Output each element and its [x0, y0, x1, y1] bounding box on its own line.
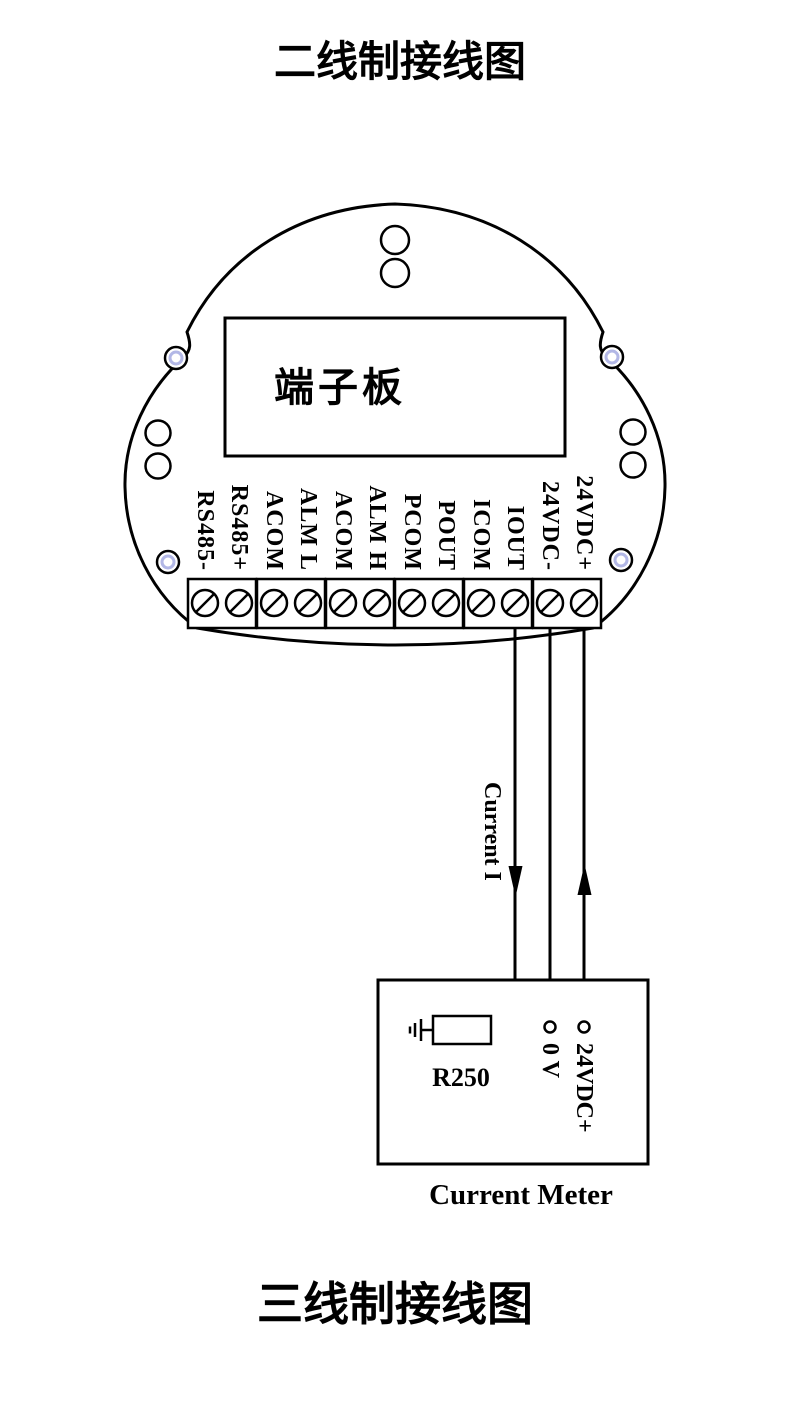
terminal-label: POUT	[433, 500, 459, 571]
terminal-label: RS485-	[192, 490, 218, 571]
terminal-screw-icon	[190, 588, 220, 618]
resistor-label: R250	[432, 1063, 490, 1092]
terminal-screw-icon	[293, 588, 323, 618]
terminal-screw-icon	[569, 588, 599, 618]
terminal-label: ICOM	[468, 499, 494, 571]
terminal-screw-icon	[466, 588, 496, 618]
meter-24vdc-label: 24VDC+	[571, 1043, 597, 1133]
side-hole-right-lower	[619, 451, 647, 479]
terminal-label: RS485+	[226, 485, 252, 571]
vent-hole-top	[379, 224, 411, 256]
terminal-label: ALM L	[295, 488, 321, 571]
current-meter-box	[376, 978, 650, 1166]
terminal-screw-icon	[500, 588, 530, 618]
terminal-label: 24VDC+	[571, 475, 597, 571]
terminal-board-box	[223, 316, 567, 458]
terminal-label: IOUT	[502, 506, 528, 571]
corner-screw-bottom-left-icon	[155, 549, 181, 575]
terminal-label: ACOM	[261, 491, 287, 571]
corner-screw-bottom-right-icon	[608, 547, 634, 573]
terminal-screw-icon	[328, 588, 358, 618]
terminal-screw-icon	[362, 588, 392, 618]
side-hole-left-lower	[144, 452, 172, 480]
resistor-box	[431, 1014, 493, 1046]
meter-0v-label: 0 V	[537, 1043, 563, 1079]
arrow-up-icon	[577, 864, 592, 895]
side-hole-right-upper	[619, 418, 647, 446]
current-meter-caption: Current Meter	[429, 1179, 613, 1211]
terminal-label: PCOM	[399, 494, 425, 571]
terminal-board-label: 端子板	[274, 365, 406, 410]
terminal-screw-icon	[431, 588, 461, 618]
ground-icon	[408, 1019, 433, 1041]
terminal-label: 24VDC-	[537, 481, 563, 571]
current-direction-label: Current I	[479, 782, 505, 881]
vent-hole-bottom	[379, 257, 411, 289]
terminal-screw-icon	[535, 588, 565, 618]
terminal-label: ACOM	[330, 491, 356, 571]
page-title-top: 二线制接线图	[274, 39, 526, 86]
corner-screw-top-right-icon	[599, 344, 625, 370]
terminal-screw-icon	[259, 588, 289, 618]
terminal-label: ALM H	[364, 485, 390, 571]
terminal-screw-icon	[224, 588, 254, 618]
meter-terminal-24vdc-plus	[577, 1020, 591, 1034]
side-hole-left-upper	[144, 419, 172, 447]
terminal-screw-icon	[397, 588, 427, 618]
meter-terminal-0v	[543, 1020, 557, 1034]
page-title-bottom: 三线制接线图	[257, 1279, 533, 1330]
corner-screw-top-left-icon	[163, 345, 189, 371]
arrow-down-icon	[508, 866, 523, 897]
